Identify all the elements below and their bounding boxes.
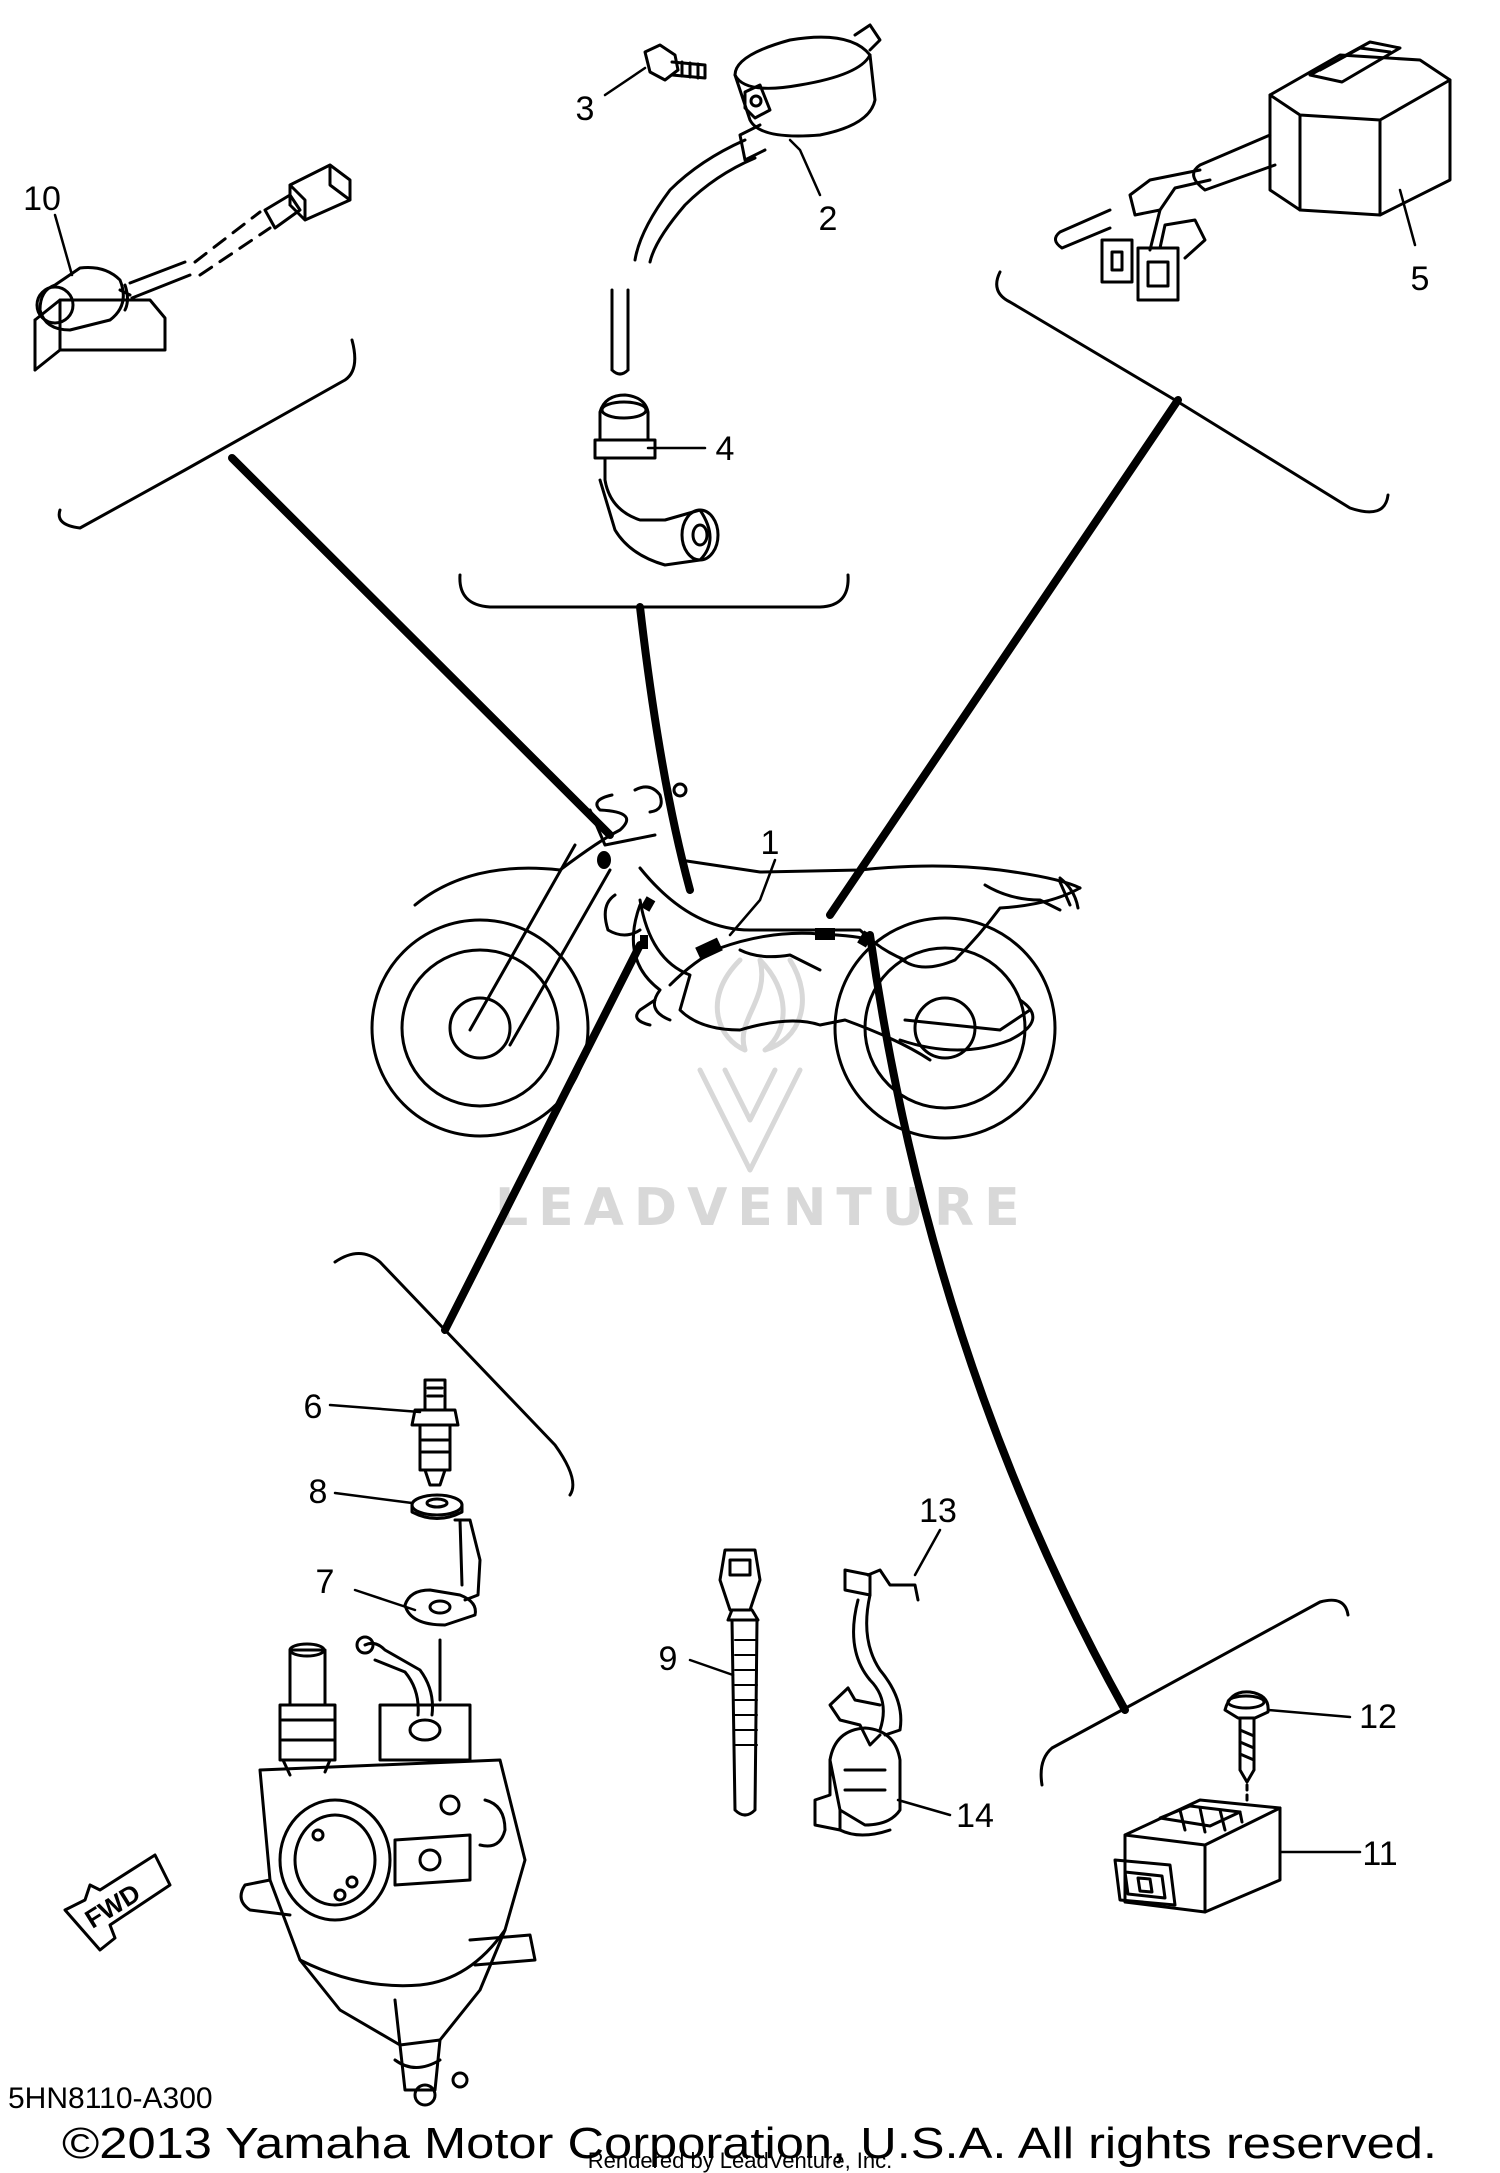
bracket-top-right bbox=[995, 270, 1390, 514]
fwd-arrow bbox=[63, 1853, 172, 1952]
watermark-text: LEADVENTURE bbox=[495, 1178, 1030, 1238]
leader-sensor bbox=[228, 454, 614, 839]
watermark-logo bbox=[697, 957, 805, 1173]
callout-line-1 bbox=[728, 858, 777, 937]
copyright-notice: ©2013 Yamaha Motor Corporation, U.S.A. A… bbox=[62, 2119, 1437, 2168]
callout-11: 11 bbox=[1362, 1835, 1397, 1873]
leader-ignition bbox=[636, 603, 694, 894]
callout-13: 13 bbox=[919, 1492, 957, 1530]
bracket-top-left bbox=[57, 338, 357, 530]
part-4-spark-plug-cap bbox=[593, 393, 720, 567]
callout-10: 10 bbox=[23, 180, 61, 218]
callout-line-9 bbox=[688, 1658, 735, 1677]
leader-cdi bbox=[826, 396, 1182, 919]
callout-line-14 bbox=[896, 1798, 952, 1817]
part-10-sensor-switch bbox=[33, 163, 352, 372]
callout-line-8 bbox=[333, 1491, 414, 1505]
callout-12: 12 bbox=[1359, 1698, 1397, 1736]
callout-2: 2 bbox=[819, 200, 838, 238]
callout-line-10 bbox=[53, 213, 74, 277]
part-7-bracket bbox=[403, 1518, 482, 1702]
part-8-washer bbox=[410, 1493, 464, 1520]
callout-4: 4 bbox=[716, 430, 735, 468]
part-6-fitting bbox=[410, 1378, 460, 1487]
callout-line-5 bbox=[1398, 188, 1417, 247]
callout-8: 8 bbox=[309, 1473, 328, 1511]
part-14-clip bbox=[813, 1726, 902, 1837]
motorcycle-outline bbox=[370, 782, 1082, 1140]
callout-line-13 bbox=[913, 1528, 942, 1577]
callout-line-7 bbox=[353, 1588, 417, 1612]
callout-5: 5 bbox=[1411, 260, 1430, 298]
leader-rectifier bbox=[866, 931, 1129, 1714]
part-5-cdi-unit bbox=[1054, 40, 1452, 302]
bracket-top-center bbox=[458, 573, 850, 609]
callout-line-3 bbox=[603, 66, 647, 97]
callout-line-6 bbox=[328, 1403, 422, 1414]
callout-9: 9 bbox=[659, 1640, 678, 1678]
callout-14: 14 bbox=[956, 1797, 994, 1835]
callout-6: 6 bbox=[304, 1388, 323, 1426]
carburetor-assembly bbox=[239, 1635, 537, 2107]
part-11-rectifier bbox=[1113, 1798, 1282, 1914]
callout-1: 1 bbox=[761, 824, 780, 862]
callout-3: 3 bbox=[576, 90, 595, 128]
leader-carb bbox=[441, 941, 644, 1334]
callout-7: 7 bbox=[316, 1563, 335, 1601]
callout-line-12 bbox=[1266, 1708, 1352, 1719]
bracket-bottom-left bbox=[333, 1252, 575, 1497]
bracket-bottom-right bbox=[1039, 1598, 1350, 1787]
diagram-code: 5HN8110-A300 bbox=[8, 2082, 213, 2115]
rendered-by-notice: Rendered by LeadVenture, Inc. bbox=[588, 2148, 893, 2173]
part-2-ignition-coil bbox=[610, 23, 882, 376]
part-3-bolt bbox=[643, 43, 707, 82]
callout-line-2 bbox=[788, 138, 822, 197]
part-12-screw bbox=[1223, 1690, 1270, 1807]
part-9-cable-tie bbox=[718, 1548, 762, 1817]
part-13-clamp bbox=[828, 1568, 920, 1747]
